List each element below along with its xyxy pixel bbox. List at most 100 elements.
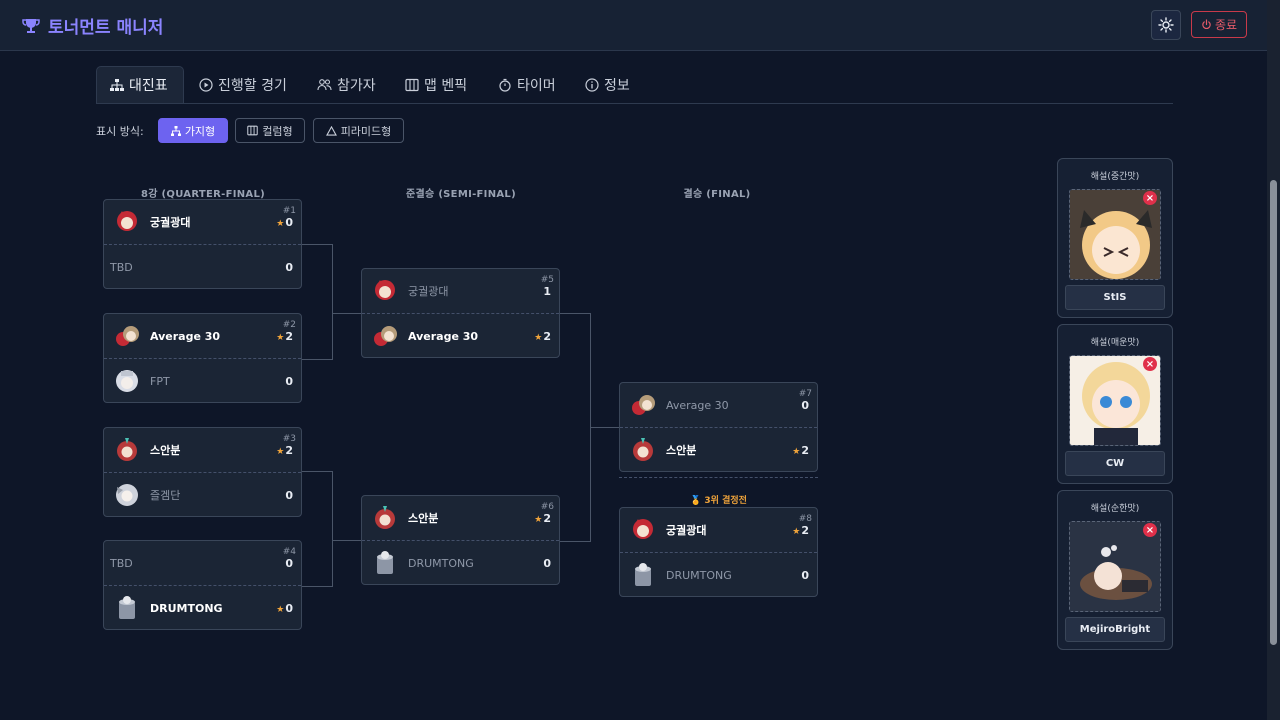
team-avatar [117,438,137,461]
match-slot[interactable]: DRUMTONG 0 [362,541,559,585]
tab-upcoming-matches[interactable]: 진행할 경기 [199,66,287,103]
bracket-connector [560,313,591,542]
team-name: TBD [110,556,133,570]
match-slot[interactable]: 즐겜단 0 [104,473,301,517]
team-name: 궁궐광대 [666,524,707,537]
mode-pyramid-button[interactable]: 피라미드형 [313,118,404,143]
commentator-name[interactable]: MejiroBright [1065,617,1165,642]
stopwatch-icon [499,78,511,92]
winner-star-icon: ★ [534,514,543,525]
medal-icon: 🏅 [690,496,702,506]
team-name: 궁궐광대 [408,285,449,298]
mode-column-button[interactable]: 컬럼형 [235,118,305,143]
match-card-7[interactable]: #7 Average 30 0 스안분 ★2 [619,382,818,472]
commentator-name[interactable]: StIS [1065,285,1165,310]
top-bar: 토너먼트 매니저 종료 [0,0,1267,51]
winner-star-icon: ★ [792,446,801,457]
mode-label: 컬럼형 [262,124,293,138]
team-name: Average 30 [150,329,221,343]
match-slot[interactable]: DRUMTONG ★0 [104,586,301,630]
divider [619,477,818,478]
winner-star-icon: ★ [276,218,285,229]
tab-map-banpick[interactable]: 맵 벤픽 [405,66,467,103]
winner-star-icon: ★ [276,332,285,343]
tab-bracket[interactable]: 대진표 [96,66,184,103]
match-slot[interactable]: Average 30 ★2 [104,314,301,359]
team-avatar [635,563,651,586]
winner-star-icon: ★ [792,526,801,537]
team-score: 1 [543,284,551,298]
tab-timer[interactable]: 타이머 [498,66,556,103]
team-name: 스안분 [408,512,439,525]
remove-icon[interactable]: × [1143,357,1157,371]
match-slot[interactable]: Average 30 0 [620,383,817,428]
tab-label: 맵 벤픽 [424,77,468,94]
sun-icon [1158,17,1174,33]
team-avatar [117,211,137,231]
team-score: 0 [285,556,293,570]
match-number: #6 [540,502,554,512]
round-title-final: 결승 (FINAL) [683,189,751,200]
tab-info[interactable]: 정보 [585,66,630,103]
match-slot[interactable]: 궁궐광대 1 [362,269,559,314]
round-title-quarterfinal: 8강 (QUARTER-FINAL) [140,189,266,200]
match-slot[interactable]: DRUMTONG 0 [620,553,817,597]
match-slot[interactable]: 스안분 ★2 [620,428,817,472]
commentator-image [1070,190,1160,279]
remove-icon[interactable]: × [1143,191,1157,205]
winner-star-icon: ★ [276,446,285,457]
tab-label: 타이머 [517,77,556,94]
remove-icon[interactable]: × [1143,523,1157,537]
team-avatar [374,326,397,346]
match-slot[interactable]: 궁궐광대 ★2 [620,508,817,553]
commentator-photo[interactable] [1069,355,1161,446]
match-number: #4 [282,547,296,557]
match-slot[interactable]: 스안분 ★2 [362,496,559,541]
commentator-name[interactable]: CW [1065,451,1165,476]
match-slot[interactable]: FPT 0 [104,359,301,403]
team-name: DRUMTONG [150,601,223,615]
match-card-6[interactable]: #6 스안분 ★2 DRUMTONG 0 [361,495,560,585]
exit-label: 종료 [1214,18,1238,32]
winner-star-icon: ★ [534,332,543,343]
display-mode-label: 표시 방식: [96,125,144,138]
team-avatar [375,280,395,300]
match-number: #3 [282,434,296,444]
match-card-3[interactable]: #3 스안분 ★2 즐겜단 0 [103,427,302,517]
team-name: 스안분 [150,444,181,457]
team-avatar [632,395,655,415]
mode-branch-button[interactable]: 가지형 [158,118,228,143]
team-score: ★2 [534,329,551,343]
tab-label: 진행할 경기 [218,77,287,94]
match-slot[interactable]: 궁궐광대 ★0 [104,200,301,245]
tab-participants[interactable]: 참가자 [317,66,376,103]
match-slot[interactable]: 스안분 ★2 [104,428,301,473]
app-title: 토너먼트 매니저 [22,13,163,38]
tab-label: 정보 [604,77,630,94]
commentator-photo[interactable] [1069,521,1161,612]
match-slot[interactable]: Average 30 ★2 [362,314,559,358]
match-card-1[interactable]: #1 궁궐광대 ★0 TBD 0 [103,199,302,289]
team-score: ★2 [534,511,551,525]
team-avatar [633,519,653,539]
commentator-photo[interactable] [1069,189,1161,280]
team-name: 즐겜단 [150,489,181,502]
team-score: ★0 [276,215,293,229]
match-card-5[interactable]: #5 궁궐광대 1 Average 30 ★2 [361,268,560,358]
scrollbar-thumb[interactable] [1270,180,1277,645]
exit-button[interactable]: 종료 [1191,11,1247,38]
team-name: Average 30 [408,329,479,343]
team-score: ★2 [792,523,809,537]
people-icon [317,79,332,91]
match-slot[interactable]: TBD 0 [104,541,301,586]
match-card-2[interactable]: #2 Average 30 ★2 FPT 0 [103,313,302,403]
match-number: #8 [798,514,812,524]
tab-label: 참가자 [337,77,376,94]
match-slot[interactable]: TBD 0 [104,245,301,289]
app-title-text: 토너먼트 매니저 [48,18,164,38]
match-card-4[interactable]: #4 TBD 0 DRUMTONG ★0 [103,540,302,630]
match-card-8[interactable]: #8 궁궐광대 ★2 DRUMTONG 0 [619,507,818,597]
mode-label: 피라미드형 [340,124,392,138]
team-name: Average 30 [666,398,729,412]
theme-toggle-button[interactable] [1151,10,1181,40]
